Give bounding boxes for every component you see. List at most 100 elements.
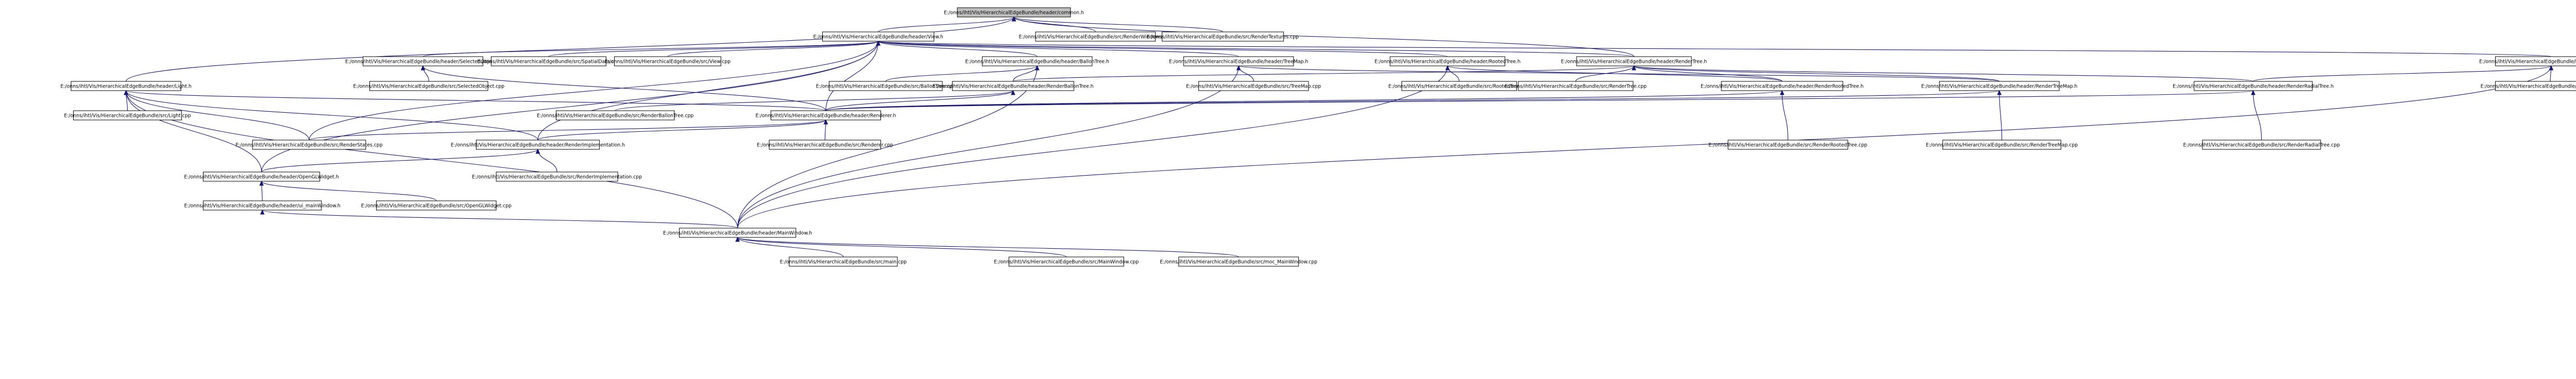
node-rendertextures-cpp[interactable]: E:/onns/ihtl/Vis/HierarchicalEdgeBundle/… (1147, 31, 1299, 42)
node-treemap-cpp[interactable]: E:/onns/ihtl/Vis/HierarchicalEdgeBundle/… (1186, 81, 1321, 91)
node-rendertree-h[interactable]: E:/onns/ihtl/Vis/HierarchicalEdgeBundle/… (1561, 56, 1707, 66)
edge-line (548, 41, 879, 57)
node-renderimplementation-cpp[interactable]: E:/onns/ihtl/Vis/HierarchicalEdgeBundle/… (472, 171, 642, 182)
node-ui-mainwindow-h[interactable]: E:/onns/ihtl/Vis/HierarchicalEdgeBundle/… (184, 200, 341, 211)
node-label: E:/onns/ihtl/Vis/HierarchicalEdgeBundle/… (757, 143, 893, 148)
arrowhead (2251, 90, 2256, 95)
arrowhead (1011, 16, 1016, 22)
node-label: E:/onns/ihtl/Vis/HierarchicalEdgeBundle/… (1186, 84, 1321, 90)
edge-line (126, 90, 538, 141)
edge-line (878, 41, 1239, 57)
node-selectedobject-h[interactable]: E:/onns/ihtl/Vis/HierarchicalEdgeBundle/… (345, 56, 501, 66)
node-rendertreemap-cpp[interactable]: E:/onns/ihtl/Vis/HierarchicalEdgeBundle/… (1926, 140, 2078, 150)
include-edge (735, 236, 844, 257)
node-rootedtree-cpp[interactable]: E:/onns/ihtl/Vis/HierarchicalEdgeBundle/… (1388, 81, 1530, 91)
node-renderballontree-cpp[interactable]: E:/onns/ihtl/Vis/HierarchicalEdgeBundle/… (537, 110, 693, 120)
node-box (73, 110, 182, 120)
node-renderrootedtree-cpp[interactable]: E:/onns/ihtl/Vis/HierarchicalEdgeBundle/… (1708, 140, 1868, 150)
node-radialtree-h[interactable]: E:/onns/ihtl/Vis/HierarchicalEdgeBundle/… (2479, 56, 2576, 66)
node-label: E:/onns/ihtl/Vis/HierarchicalEdgeBundle/… (1169, 59, 1308, 65)
node-rootedtree-h[interactable]: E:/onns/ihtl/Vis/HierarchicalEdgeBundle/… (1375, 56, 1520, 66)
node-box (2194, 81, 2313, 91)
arrowhead (2549, 65, 2554, 71)
edge-line (537, 41, 879, 141)
include-edge (885, 65, 1040, 82)
node-light-h[interactable]: E:/onns/ihtl/Vis/HierarchicalEdgeBundle/… (60, 81, 192, 91)
include-edge (1012, 65, 1636, 82)
edge-line (878, 41, 1635, 57)
arrowhead (259, 180, 264, 186)
node-ballontree-cpp[interactable]: E:/onns/ihtl/Vis/HierarchicalEdgeBundle/… (816, 81, 956, 91)
include-edge (615, 90, 1015, 111)
include-edge (825, 90, 1015, 111)
arrowhead (260, 209, 265, 215)
node-label: E:/onns/ihtl/Vis/HierarchicalEdgeBundle/… (2173, 84, 2333, 90)
node-renderer-h[interactable]: E:/onns/ihtl/Vis/HierarchicalEdgeBundle/… (755, 110, 896, 120)
node-renderimplementation-h[interactable]: E:/onns/ihtl/Vis/HierarchicalEdgeBundle/… (451, 140, 625, 150)
edge-line (667, 41, 879, 57)
edge-line (2252, 65, 2552, 82)
node-box (1183, 56, 1294, 66)
include-edge (1011, 16, 1096, 32)
node-renderballontree-h[interactable]: E:/onns/ihtl/Vis/HierarchicalEdgeBundle/… (933, 81, 1094, 91)
include-edge (876, 40, 1635, 57)
edge-line (737, 65, 1448, 229)
node-box (202, 200, 322, 211)
node-spatialdata-cpp[interactable]: E:/onns/ihtl/Vis/HierarchicalEdgeBundle/… (477, 56, 620, 66)
node-label: E:/onns/ihtl/Vis/HierarchicalEdgeBundle/… (1708, 143, 1867, 148)
node-box (1401, 81, 1517, 91)
node-radialtree-cpp[interactable]: E:/onns/ihtl/Vis/HierarchicalEdgeBundle/… (2481, 81, 2576, 91)
node-box (679, 228, 796, 238)
node-openglwidget-cpp[interactable]: E:/onns/ihtl/Vis/HierarchicalEdgeBundle/… (361, 200, 512, 211)
node-box (1727, 140, 1849, 150)
node-label: E:/onns/ihtl/Vis/HierarchicalEdgeBundle/… (1019, 35, 1172, 40)
node-rendertreemap-h[interactable]: E:/onns/ihtl/Vis/HierarchicalEdgeBundle/… (1921, 81, 2077, 91)
include-edge (737, 65, 1450, 229)
node-mainwindow-cpp[interactable]: E:/onns/ihtl/Vis/HierarchicalEdgeBundle/… (994, 256, 1139, 267)
node-renderradialtree-cpp[interactable]: E:/onns/ihtl/Vis/HierarchicalEdgeBundle/… (2183, 140, 2340, 150)
edge-line (825, 90, 1013, 111)
node-renderrootedtree-h[interactable]: E:/onns/ihtl/Vis/HierarchicalEdgeBundle/… (1701, 81, 1863, 91)
include-edge (737, 65, 1040, 229)
node-rendertree-cpp[interactable]: E:/onns/ihtl/Vis/HierarchicalEdgeBundle/… (1505, 81, 1647, 91)
node-renderer-cpp[interactable]: E:/onns/ihtl/Vis/HierarchicalEdgeBundle/… (757, 140, 893, 150)
node-label: E:/onns/ihtl/Vis/HierarchicalEdgeBundle/… (64, 113, 191, 119)
node-label: E:/onns/ihtl/Vis/HierarchicalEdgeBundle/… (1701, 84, 1863, 90)
arrowhead (735, 236, 740, 242)
node-box (376, 200, 497, 211)
node-view-cpp[interactable]: E:/onns/ihtl/Vis/HierarchicalEdgeBundle/… (605, 56, 731, 66)
include-edge (825, 90, 2256, 111)
edge-line (737, 65, 2552, 229)
node-moc-mainwindow-cpp[interactable]: E:/onns/ihtl/Vis/HierarchicalEdgeBundle/… (1160, 256, 1317, 267)
edge-line (126, 90, 310, 141)
include-edge (422, 40, 880, 57)
node-treemap-h[interactable]: E:/onns/ihtl/Vis/HierarchicalEdgeBundle/… (1169, 56, 1308, 66)
node-renderradialtree-h[interactable]: E:/onns/ihtl/Vis/HierarchicalEdgeBundle/… (2173, 81, 2334, 91)
arrowhead (535, 148, 540, 154)
node-box (952, 81, 1074, 91)
edge-line (1013, 16, 1096, 32)
edge-line (878, 41, 2552, 57)
node-selectedobject-cpp[interactable]: E:/onns/ihtl/Vis/HierarchicalEdgeBundle/… (353, 81, 504, 91)
edge-line (737, 65, 1239, 229)
node-main-cpp[interactable]: E:/onns/ihtl/Vis/HierarchicalEdgeBundle/… (780, 256, 907, 267)
node-label: E:/onns/ihtl/Vis/HierarchicalEdgeBundle/… (60, 84, 191, 90)
node-openglwidget-h[interactable]: E:/onns/ihtl/Vis/HierarchicalEdgeBundle/… (184, 171, 339, 182)
node-view-h[interactable]: E:/onns/ihtl/Vis/HierarchicalEdgeBundle/… (813, 31, 943, 42)
node-label: E:/onns/ihtl/Vis/HierarchicalEdgeBundle/… (780, 260, 907, 265)
node-light-cpp[interactable]: E:/onns/ihtl/Vis/HierarchicalEdgeBundle/… (64, 110, 191, 120)
node-label: E:/onns/ihtl/Vis/HierarchicalEdgeBundle/… (1160, 260, 1317, 265)
node-box (828, 81, 943, 91)
node-label: E:/onns/ihtl/Vis/HierarchicalEdgeBundle/… (2183, 143, 2340, 148)
edge-line (262, 210, 738, 229)
edge-line (1238, 65, 1254, 82)
node-mainwindow-h[interactable]: E:/onns/ihtl/Vis/HierarchicalEdgeBundle/… (663, 228, 812, 238)
node-renderwindows-cpp[interactable]: E:/onns/ihtl/Vis/HierarchicalEdgeBundle/… (1019, 31, 1172, 42)
edge-line (126, 16, 1014, 82)
node-ballontree-h[interactable]: E:/onns/ihtl/Vis/HierarchicalEdgeBundle/… (965, 56, 1109, 66)
edge-line (261, 149, 538, 173)
node-renderstates-cpp[interactable]: E:/onns/ihtl/Vis/HierarchicalEdgeBundle/… (235, 140, 383, 150)
node-common: E:/onns/ihtl/Vis/HierarchicalEdgeBundle/… (944, 7, 1084, 18)
edge-line (825, 90, 2253, 111)
edge-line (737, 237, 844, 257)
